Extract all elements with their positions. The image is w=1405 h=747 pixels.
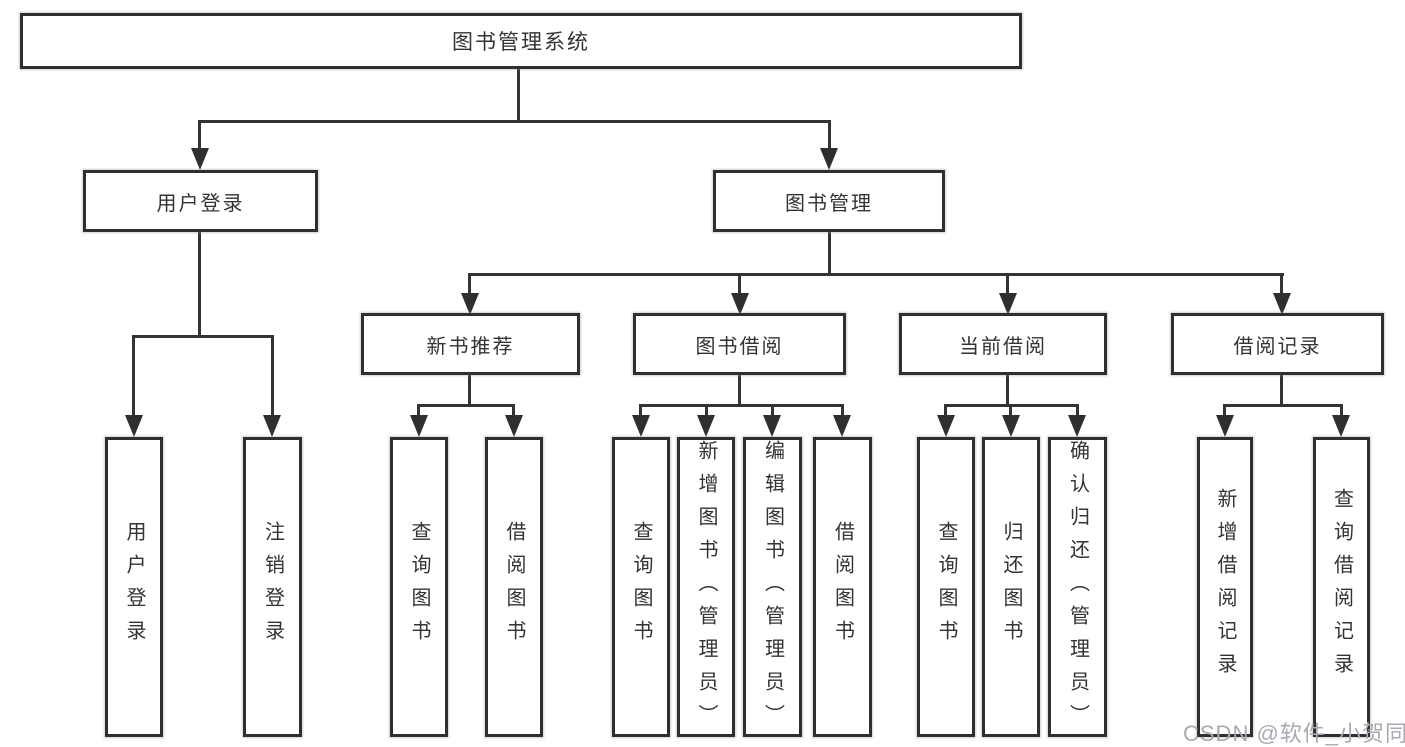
connector-line bbox=[468, 273, 1284, 276]
arrowhead-down-icon bbox=[461, 293, 479, 315]
leaf-borrow-query-books: 查询图书 bbox=[612, 437, 670, 737]
connector-line bbox=[1009, 404, 1012, 417]
arrowhead-down-icon bbox=[731, 293, 749, 315]
connector-line bbox=[828, 120, 831, 150]
node-root-library-management-system: 图书管理系统 bbox=[20, 13, 1022, 69]
node-borrow-records: 借阅记录 bbox=[1171, 313, 1384, 375]
node-user-login: 用户登录 bbox=[83, 170, 318, 232]
leaf-user-login: 用户登录 bbox=[105, 437, 163, 737]
connector-line bbox=[639, 404, 642, 417]
leaf-borrow-books: 借阅图书 bbox=[813, 437, 872, 737]
leaf-add-books-admin: 新增图书（管理员） bbox=[677, 437, 735, 737]
connector-line bbox=[738, 273, 741, 295]
leaf-recommend-query-books: 查询图书 bbox=[390, 437, 448, 737]
connector-line bbox=[705, 404, 708, 417]
arrowhead-down-icon bbox=[1216, 415, 1234, 437]
connector-line bbox=[417, 404, 420, 417]
connector-line bbox=[1006, 375, 1009, 407]
arrowhead-down-icon bbox=[833, 415, 851, 437]
arrowhead-down-icon bbox=[505, 415, 523, 437]
watermark: CSDN @软件_小贺同学 bbox=[1183, 721, 1405, 746]
connector-line bbox=[198, 232, 201, 338]
connector-line bbox=[1280, 375, 1283, 407]
connector-line bbox=[944, 404, 947, 417]
connector-line bbox=[1340, 404, 1343, 417]
connector-line bbox=[271, 335, 274, 417]
arrowhead-down-icon bbox=[1002, 415, 1020, 437]
connector-line bbox=[738, 375, 741, 407]
leaf-edit-books-admin: 编辑图书（管理员） bbox=[743, 437, 802, 737]
connector-line bbox=[1223, 404, 1343, 407]
leaf-logout: 注销登录 bbox=[243, 437, 302, 737]
connector-line bbox=[132, 335, 135, 417]
connector-line bbox=[468, 273, 471, 295]
arrowhead-down-icon bbox=[697, 415, 715, 437]
leaf-current-query-books: 查询图书 bbox=[917, 437, 975, 737]
leaf-add-borrow-record: 新增借阅记录 bbox=[1197, 437, 1253, 737]
node-new-book-recommend: 新书推荐 bbox=[361, 313, 580, 375]
arrowhead-down-icon bbox=[410, 415, 428, 437]
arrowhead-down-icon bbox=[999, 293, 1017, 315]
connector-line bbox=[517, 69, 520, 123]
arrowhead-down-icon bbox=[937, 415, 955, 437]
node-book-management: 图书管理 bbox=[713, 170, 945, 232]
leaf-confirm-return-admin: 确认归还（管理员） bbox=[1048, 437, 1107, 737]
connector-line bbox=[1280, 273, 1283, 295]
connector-line bbox=[468, 375, 471, 407]
connector-line bbox=[198, 120, 831, 123]
arrowhead-down-icon bbox=[1068, 415, 1086, 437]
leaf-return-books: 归还图书 bbox=[982, 437, 1040, 737]
connector-line bbox=[1006, 273, 1009, 295]
connector-line bbox=[1223, 404, 1226, 417]
connector-line bbox=[132, 335, 274, 338]
connector-line bbox=[1076, 404, 1079, 417]
arrowhead-down-icon bbox=[1332, 415, 1350, 437]
arrowhead-down-icon bbox=[263, 415, 281, 437]
leaf-recommend-borrow-books: 借阅图书 bbox=[485, 437, 543, 737]
arrowhead-down-icon bbox=[763, 415, 781, 437]
connector-line bbox=[841, 404, 844, 417]
connector-line bbox=[771, 404, 774, 417]
arrowhead-down-icon bbox=[820, 148, 838, 170]
node-book-borrow: 图书借阅 bbox=[633, 313, 846, 375]
arrowhead-down-icon bbox=[1273, 293, 1291, 315]
connector-line bbox=[639, 404, 844, 407]
arrowhead-down-icon bbox=[191, 148, 209, 170]
arrowhead-down-icon bbox=[632, 415, 650, 437]
connector-line bbox=[198, 120, 201, 150]
connector-line bbox=[512, 404, 515, 417]
leaf-query-borrow-record: 查询借阅记录 bbox=[1313, 437, 1370, 737]
connector-line bbox=[417, 404, 515, 407]
connector-line bbox=[828, 232, 831, 276]
arrowhead-down-icon bbox=[125, 415, 143, 437]
node-current-borrow: 当前借阅 bbox=[899, 313, 1107, 375]
